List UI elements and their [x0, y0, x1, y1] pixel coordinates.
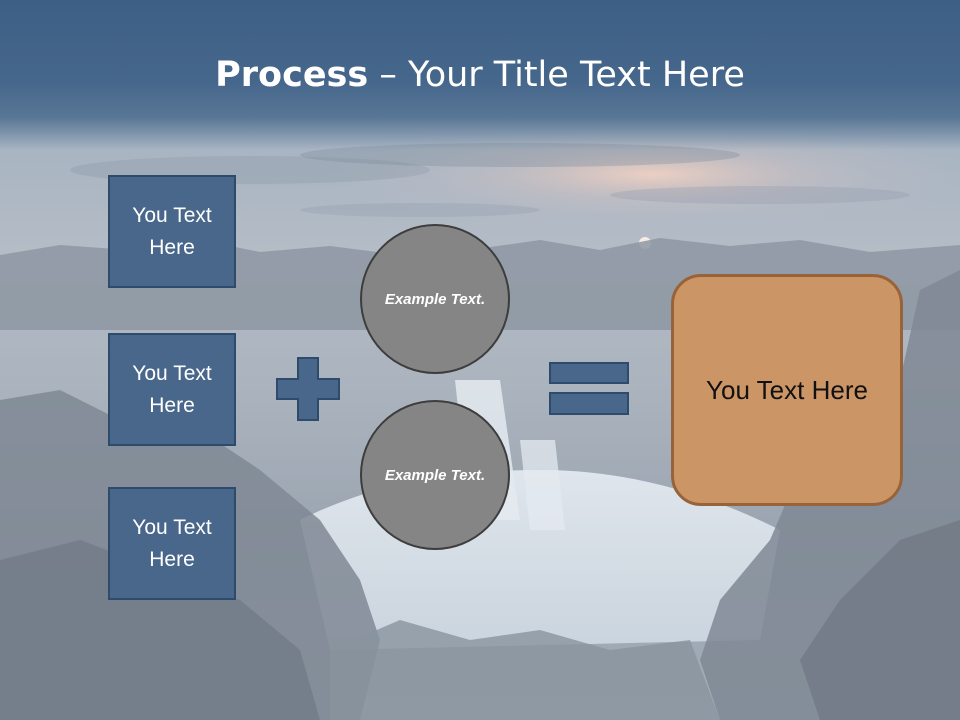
- equals-icon: [549, 362, 629, 415]
- result-box: You Text Here: [671, 274, 903, 506]
- title-rest: – Your Title Text Here: [368, 55, 745, 95]
- example-circle-1: Example Text.: [360, 224, 510, 374]
- plus-icon: [276, 357, 340, 421]
- page-title: Process – Your Title Text Here: [0, 50, 960, 100]
- text-box-1: You Text Here: [108, 175, 236, 288]
- text-box-3: You Text Here: [108, 487, 236, 600]
- title-bold: Process: [215, 55, 369, 95]
- text-box-2: You Text Here: [108, 333, 236, 446]
- header-band: [0, 0, 960, 150]
- example-circle-2: Example Text.: [360, 400, 510, 550]
